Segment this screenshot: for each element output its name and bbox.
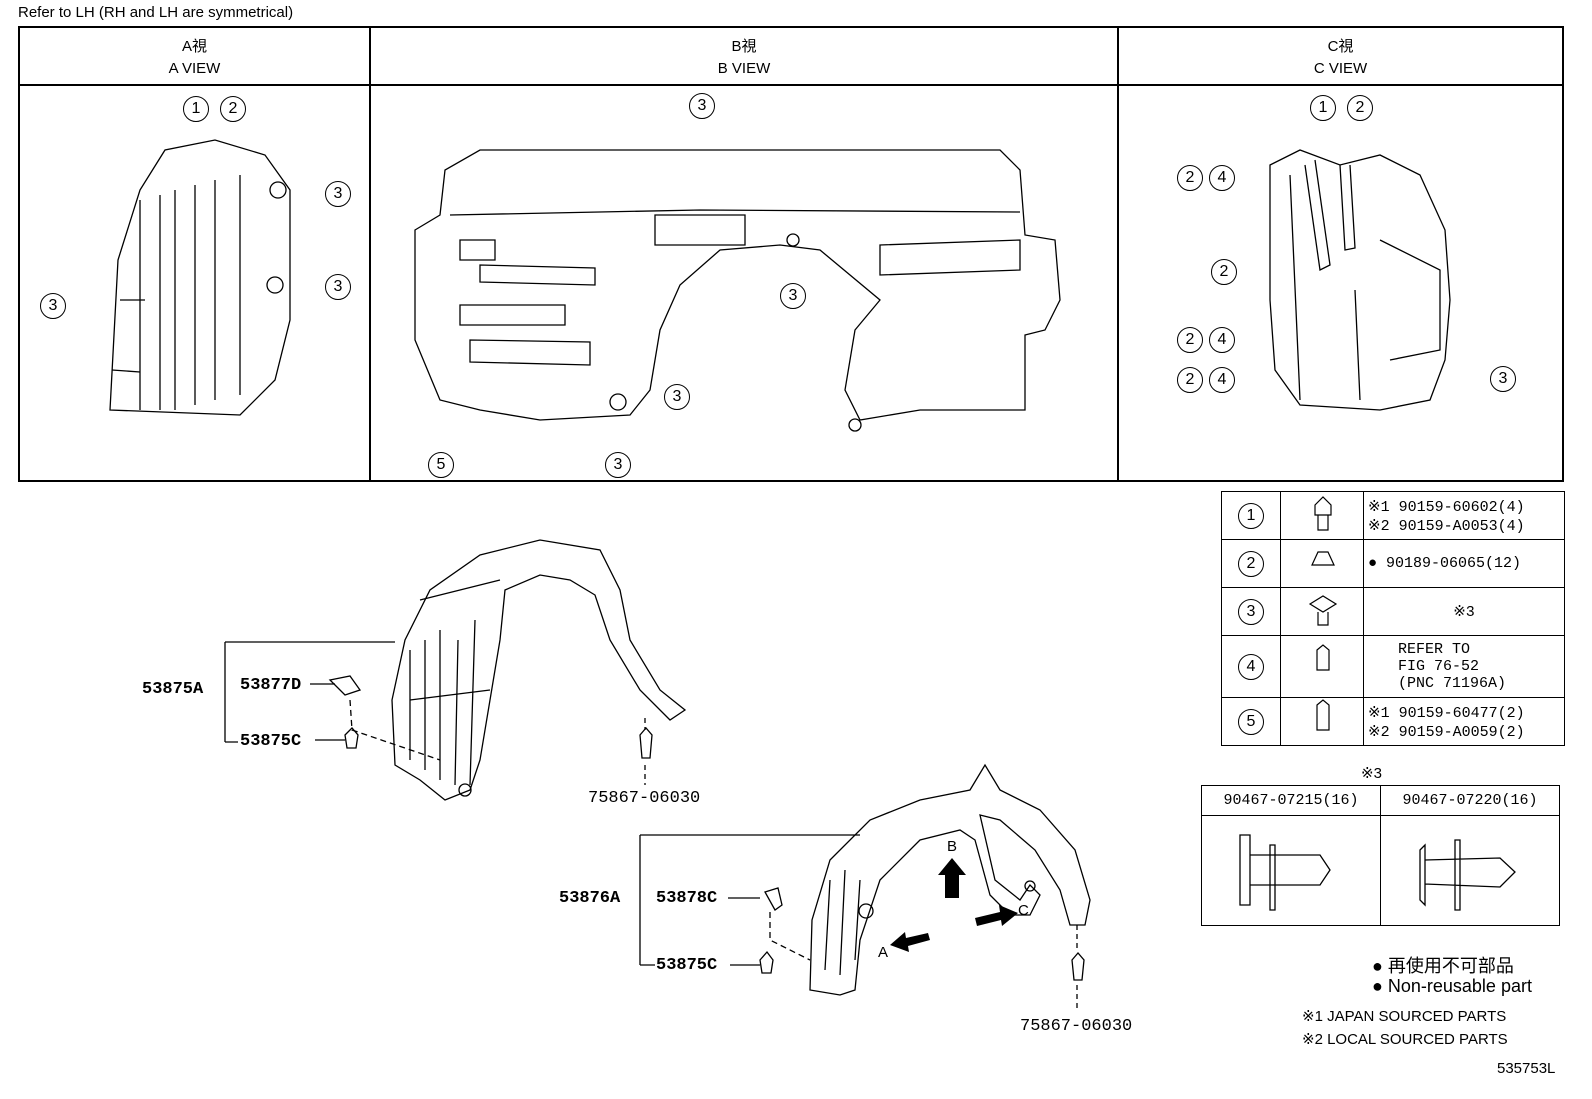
callout-a-1: 1: [183, 96, 209, 122]
row5-parts: ※1 90159-60477(2)※2 90159-A0059(2): [1363, 697, 1565, 746]
part-53878C: 53878C: [656, 889, 718, 908]
arrow-b-label: B: [947, 838, 958, 855]
callout-c-2e: 2: [1177, 367, 1203, 393]
panel-b-view: B視 B VIEW: [371, 28, 1119, 480]
callout-a-2: 2: [220, 96, 246, 122]
panel-c-view: C視 C VIEW: [1119, 28, 1562, 480]
clip-col2-header: 90467-07220(16): [1380, 785, 1560, 816]
callout-c-4a: 4: [1209, 165, 1235, 191]
callout-c-4c: 4: [1209, 367, 1235, 393]
row1-screw-icon: [1280, 491, 1364, 540]
row3-id: 3: [1221, 587, 1281, 636]
callout-c-4b: 4: [1209, 327, 1235, 353]
arrow-c-label: C: [1018, 902, 1029, 919]
row2-id: 2: [1221, 539, 1281, 588]
panel-a-header: A視 A VIEW: [20, 28, 369, 86]
part-53875A: 53875A: [142, 680, 204, 699]
part-75867-top: 75867-06030: [588, 789, 701, 808]
view-panels: A視 A VIEW B視 B VIEW C視 C VIEW: [18, 26, 1564, 482]
part-75867-bottom: 75867-06030: [1020, 1017, 1133, 1036]
legend-note1: ※1 JAPAN SOURCED PARTS: [1302, 1008, 1507, 1025]
callout-c-1: 1: [1310, 95, 1336, 121]
bracket-53878C-icon: [764, 887, 783, 911]
c-view-liner-drawing: [1269, 149, 1451, 411]
callout-b-3c: 3: [664, 384, 690, 410]
row4-bolt-icon: [1280, 635, 1364, 698]
callout-b-3a: 3: [689, 93, 715, 119]
arrow-b-icon: [938, 858, 966, 898]
row5-id: 5: [1221, 697, 1281, 746]
callout-b-3d: 3: [605, 452, 631, 478]
clip-table: 90467-07215(16) 90467-07220(16): [1201, 785, 1560, 926]
callout-b-3b: 3: [780, 283, 806, 309]
row1-id: 1: [1221, 491, 1281, 540]
screw-75867-top-icon: [639, 727, 653, 759]
callout-c-3: 3: [1490, 366, 1516, 392]
arrow-a-label: A: [878, 944, 889, 961]
legend-note2: ※2 LOCAL SOURCED PARTS: [1302, 1031, 1508, 1048]
b-view-jp: B視: [731, 38, 757, 55]
callout-c-2b: 2: [1177, 165, 1203, 191]
row1-parts: ※1 90159-60602(4)※2 90159-A0053(4): [1363, 491, 1565, 540]
part-53877D: 53877D: [240, 676, 302, 695]
callout-a-3a: 3: [325, 181, 351, 207]
bracket-53877D-icon: [328, 675, 362, 696]
panel-a-view: A視 A VIEW: [20, 28, 371, 480]
direction-arrows: [890, 858, 1018, 952]
legend-jp: ● 再使用不可部品: [1372, 956, 1514, 976]
clip-col1-drawing: [1201, 815, 1381, 926]
callout-b-5: 5: [428, 452, 454, 478]
clip-col1-header: 90467-07215(16): [1201, 785, 1381, 816]
panel-c-header: C視 C VIEW: [1119, 28, 1562, 86]
callout-a-3b: 3: [325, 274, 351, 300]
callout-c-2a: 2: [1347, 95, 1373, 121]
row3-clip-icon: [1280, 587, 1364, 636]
row2-nut-icon: [1280, 539, 1364, 588]
legend-en: ● Non-reusable part: [1372, 976, 1532, 996]
clip-53875C-top-icon: [344, 727, 359, 749]
part-53876A: 53876A: [559, 889, 621, 908]
arrow-a-icon: [890, 932, 930, 952]
lower-fender-liner-drawing: [809, 763, 1091, 996]
c-view-en: C VIEW: [1313, 60, 1368, 77]
callout-a-3c: 3: [40, 293, 66, 319]
b-view-en: B VIEW: [717, 60, 771, 77]
row3-parts: ※3: [1363, 587, 1565, 636]
leader-lines: [224, 641, 1078, 1012]
screw-75867-bottom-icon: [1071, 952, 1085, 981]
row5-screw-icon: [1280, 697, 1364, 746]
arrow-c-icon: [975, 905, 1018, 926]
callout-c-2c: 2: [1211, 259, 1237, 285]
clip-col2-drawing: [1380, 815, 1560, 926]
callout-c-2d: 2: [1177, 327, 1203, 353]
panel-b-header: B視 B VIEW: [371, 28, 1117, 86]
upper-fender-liner-drawing: [391, 539, 687, 801]
part-53875C-bottom: 53875C: [656, 956, 718, 975]
a-view-jp: A視: [181, 38, 207, 55]
row2-parts: ● 90189-06065(12): [1363, 539, 1565, 588]
a-view-liner-drawing: [109, 139, 291, 416]
c-view-jp: C視: [1327, 38, 1354, 55]
header-note: Refer to LH (RH and LH are symmetrical): [18, 4, 294, 21]
b-view-liner-drawing: [414, 149, 1061, 432]
row4-id: 4: [1221, 635, 1281, 698]
clip-table-title: ※3: [1361, 765, 1382, 782]
a-view-en: A VIEW: [168, 60, 221, 77]
part-53875C-top: 53875C: [240, 732, 302, 751]
figure-id: 535753L: [1497, 1060, 1556, 1077]
fastener-table: 1 ※1 90159-60602(4)※2 90159-A0053(4) 2 ●…: [1221, 491, 1565, 746]
clip-53875C-bottom-icon: [759, 950, 774, 974]
